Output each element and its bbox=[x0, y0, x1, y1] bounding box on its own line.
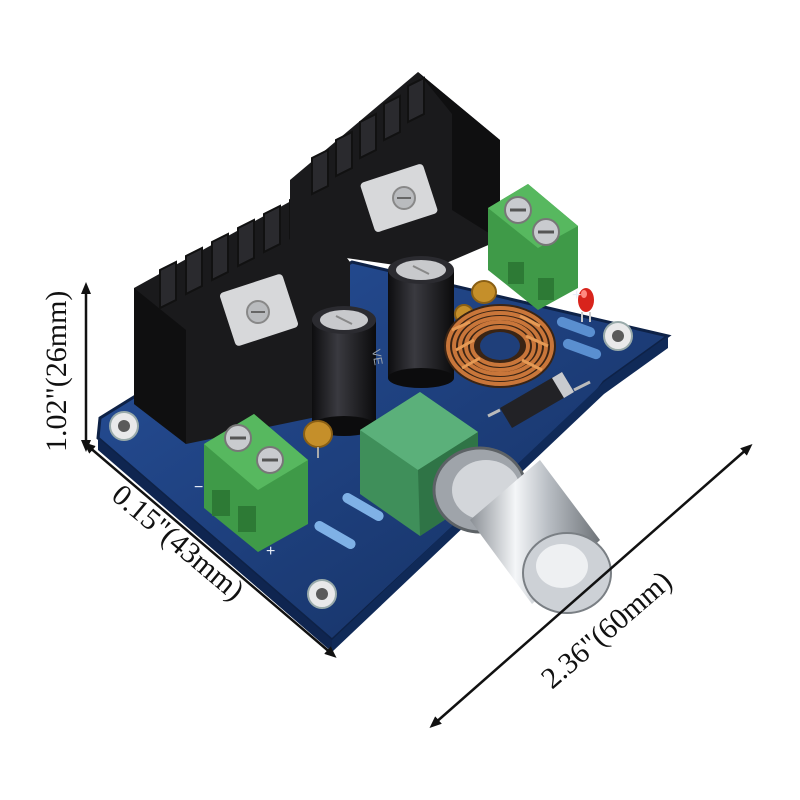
dimension-arrow-width bbox=[429, 444, 753, 728]
diode bbox=[487, 372, 591, 428]
capacitor-icon bbox=[388, 256, 454, 388]
transistor bbox=[220, 274, 298, 346]
dimension-label-height: 1.02"(26mm) bbox=[40, 291, 73, 452]
ceramic-capacitor bbox=[471, 280, 497, 304]
screw-terminal-icon bbox=[488, 184, 578, 310]
terminal-out-plus-label: + bbox=[572, 287, 581, 304]
heatsink-icon bbox=[134, 72, 500, 444]
dimension-arrow-depth bbox=[83, 442, 337, 658]
capacitor-icon: VE bbox=[312, 306, 386, 436]
terminal-plus-label: + bbox=[266, 543, 275, 560]
mounting-hole bbox=[603, 321, 633, 351]
inductor-coil-icon bbox=[444, 304, 556, 388]
capacitor-marking: VE bbox=[369, 348, 386, 366]
transistor bbox=[360, 164, 438, 232]
led-icon bbox=[578, 288, 594, 322]
terminal-minus-label: − bbox=[194, 479, 203, 496]
resistor bbox=[556, 316, 602, 360]
mounting-hole bbox=[307, 579, 337, 609]
mounting-hole bbox=[109, 411, 139, 441]
